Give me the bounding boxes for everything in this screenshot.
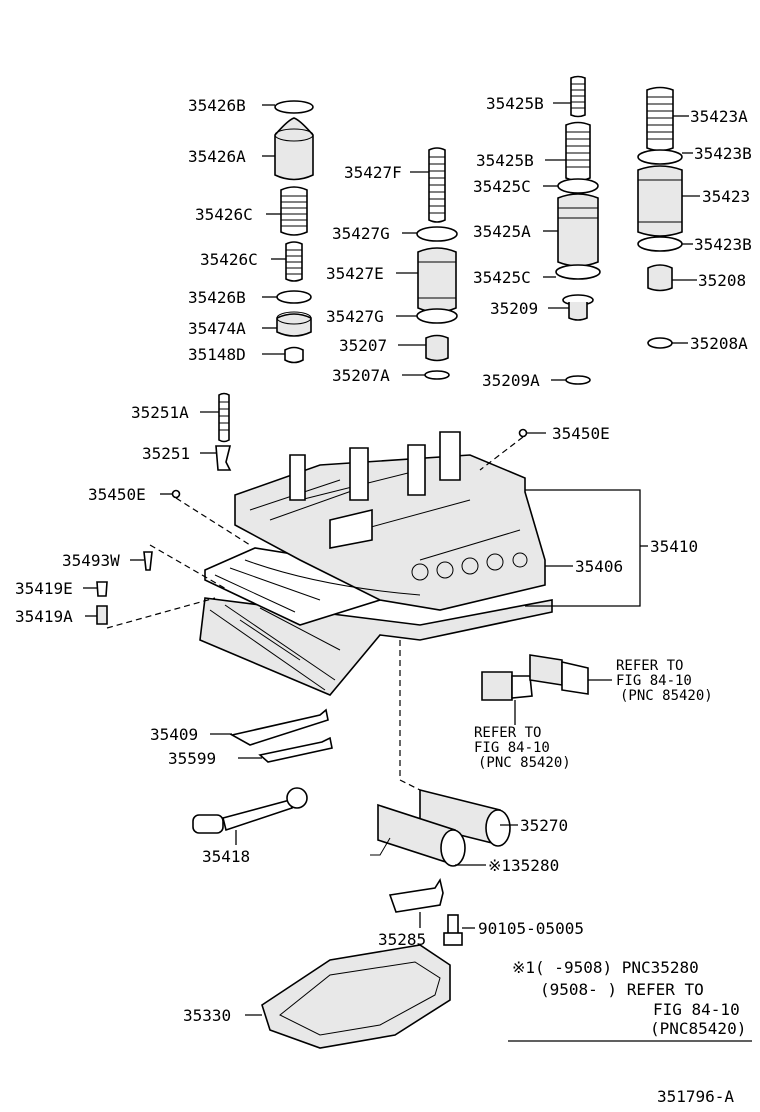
label-35285: 35285	[378, 930, 426, 949]
footnote: ※1( -9508) PNC35280 (9508- ) REFER TO FI…	[512, 958, 746, 1038]
refer-note-right: REFER TO FIG 84-10 (PNC 85420)	[616, 658, 713, 704]
refer-line: FIG 84-10	[616, 673, 692, 689]
label-35418: 35418	[202, 847, 250, 866]
label-35251: 35251	[142, 444, 190, 463]
clip-bolt-pan	[261, 877, 463, 1049]
label-35425B: 35425B	[486, 94, 544, 113]
solenoid-parts	[481, 654, 589, 701]
refer-line: REFER TO	[616, 658, 683, 674]
label-35425A: 35425A	[473, 222, 531, 241]
mid-left-part-stack	[416, 147, 458, 380]
refer-line: (PNC 85420)	[478, 755, 571, 771]
shift-solenoids	[370, 788, 511, 867]
left-part-stack	[274, 100, 314, 364]
label-35425C: 35425C	[473, 177, 531, 196]
label-35148D: 35148D	[188, 345, 246, 364]
label-35426C: 35426C	[195, 205, 253, 224]
label-35207A: 35207A	[332, 366, 390, 385]
label-35423: 35423	[702, 187, 750, 206]
label-35208A: 35208A	[690, 334, 748, 353]
part-labels: 35426B 35426A 35426C 35426C 35426B 35474…	[15, 94, 752, 1025]
footnote-line: (9508- ) REFER TO	[540, 980, 704, 999]
footnote-line: ※1( -9508) PNC35280	[512, 958, 699, 977]
label-35450E: 35450E	[88, 485, 146, 504]
leader-lines	[83, 102, 752, 1042]
label-35599: 35599	[168, 749, 216, 768]
label-35419A: 35419A	[15, 607, 73, 626]
lever-and-shaft-parts	[192, 708, 333, 834]
label-35270: 35270	[520, 816, 568, 835]
label-35427E: 35427E	[326, 264, 384, 283]
label-35208: 35208	[698, 271, 746, 290]
refer-line: FIG 84-10	[474, 740, 550, 756]
label-35406: 35406	[575, 557, 623, 576]
label-35207: 35207	[339, 336, 387, 355]
label-35426A: 35426A	[188, 147, 246, 166]
label-35425C-2: 35425C	[473, 268, 531, 287]
refer-line: REFER TO	[474, 725, 541, 741]
label-35427G-2: 35427G	[326, 307, 384, 326]
label-35251A: 35251A	[131, 403, 189, 422]
label-35493W: 35493W	[62, 551, 120, 570]
right-part-stack	[637, 86, 683, 349]
label-90105-05005: 90105-05005	[478, 919, 584, 938]
footnote-line: (PNC85420)	[650, 1019, 746, 1038]
label-35474A: 35474A	[188, 319, 246, 338]
label-35209A: 35209A	[482, 371, 540, 390]
label-35423A: 35423A	[690, 107, 748, 126]
refer-line: (PNC 85420)	[620, 688, 713, 704]
label-35425B-2: 35425B	[476, 151, 534, 170]
label-35423B-2: 35423B	[694, 235, 752, 254]
label-35426B-2: 35426B	[188, 288, 246, 307]
refer-note-left: REFER TO FIG 84-10 (PNC 85420)	[474, 725, 571, 771]
label-35419E: 35419E	[15, 579, 73, 598]
label-35410: 35410	[650, 537, 698, 556]
label-35426C-2: 35426C	[200, 250, 258, 269]
label-35423B: 35423B	[694, 144, 752, 163]
label-35427G: 35427G	[332, 224, 390, 243]
valve-body-assembly	[199, 431, 553, 696]
label-35209: 35209	[490, 299, 538, 318]
label-35427F: 35427F	[344, 163, 402, 182]
label-135280: ※135280	[488, 856, 559, 875]
footnote-line: FIG 84-10	[653, 1000, 740, 1019]
figure-code: 351796-A	[657, 1087, 734, 1106]
label-35426B: 35426B	[188, 96, 246, 115]
label-35450E-2: 35450E	[552, 424, 610, 443]
spring-and-valve-parts	[96, 392, 528, 625]
label-35409: 35409	[150, 725, 198, 744]
label-35330: 35330	[183, 1006, 231, 1025]
mid-right-part-stack	[555, 75, 601, 385]
